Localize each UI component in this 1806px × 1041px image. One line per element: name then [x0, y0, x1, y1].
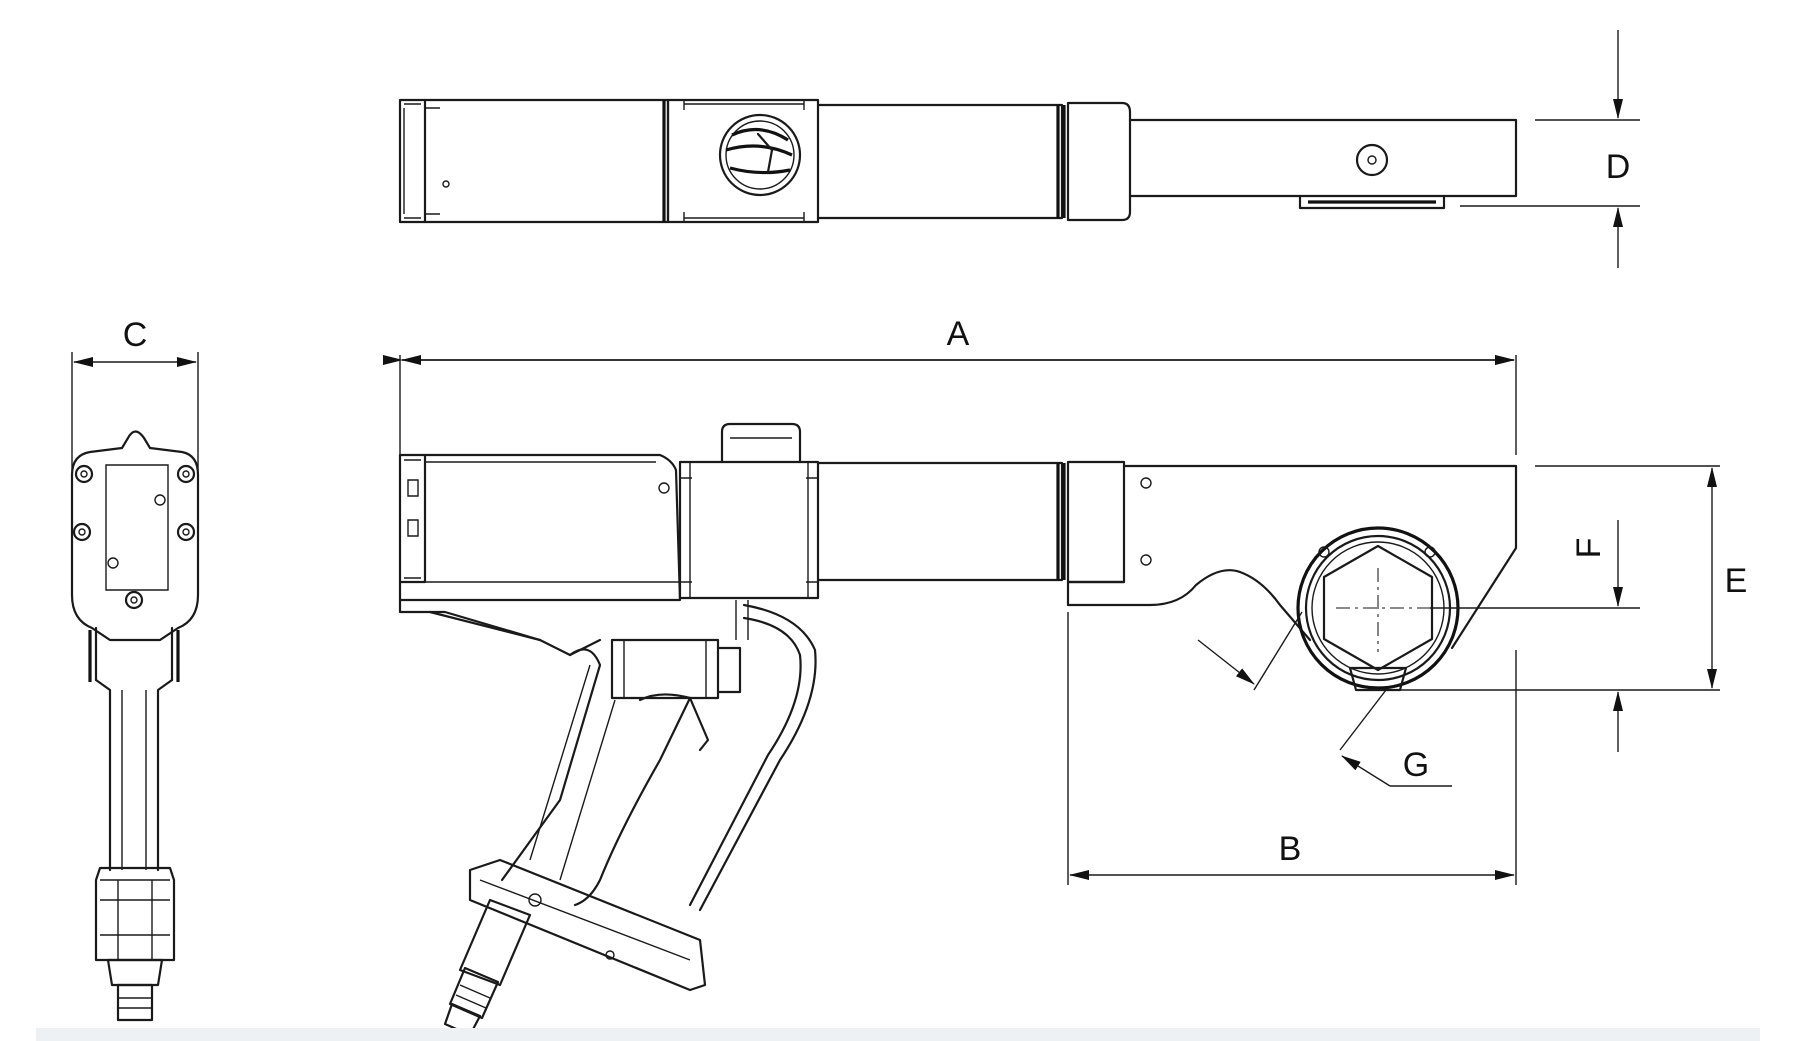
dimension-label-b: B [1279, 830, 1302, 868]
bottom-strip [36, 1028, 1760, 1041]
top-view [398, 98, 1518, 224]
dimensions: A B C D E F G [71, 30, 1748, 885]
dimension-label-c: C [123, 316, 148, 354]
dimension-label-a: A [947, 315, 970, 353]
dimension-label-d: D [1606, 148, 1631, 186]
dimension-label-g: G [1403, 746, 1429, 784]
air-inlet-fitting [443, 898, 532, 1037]
selector-knob [718, 113, 802, 197]
front-view [70, 430, 200, 1022]
dimension-label-e: E [1725, 562, 1748, 600]
dimension-label-f: F [1570, 538, 1608, 559]
pistol-grip [443, 600, 817, 1037]
side-view [398, 422, 1518, 692]
